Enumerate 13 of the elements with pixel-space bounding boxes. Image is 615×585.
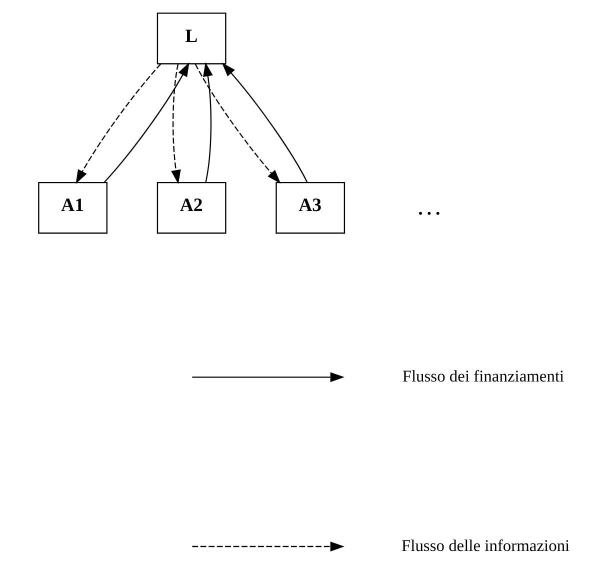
node-box: L <box>156 12 226 64</box>
arrow <box>194 64 280 184</box>
arrow <box>75 64 161 184</box>
label: … <box>416 191 442 220</box>
arrow <box>221 62 308 183</box>
node-box: A3 <box>275 182 345 234</box>
node-box: A1 <box>38 182 107 234</box>
arrow <box>170 64 180 184</box>
legend-label: Flusso dei finanziamenti <box>402 366 564 386</box>
arrow <box>103 62 189 183</box>
legend-label: Flusso delle informazioni <box>400 536 570 555</box>
node-box: A2 <box>156 182 226 234</box>
arrow <box>202 62 212 182</box>
